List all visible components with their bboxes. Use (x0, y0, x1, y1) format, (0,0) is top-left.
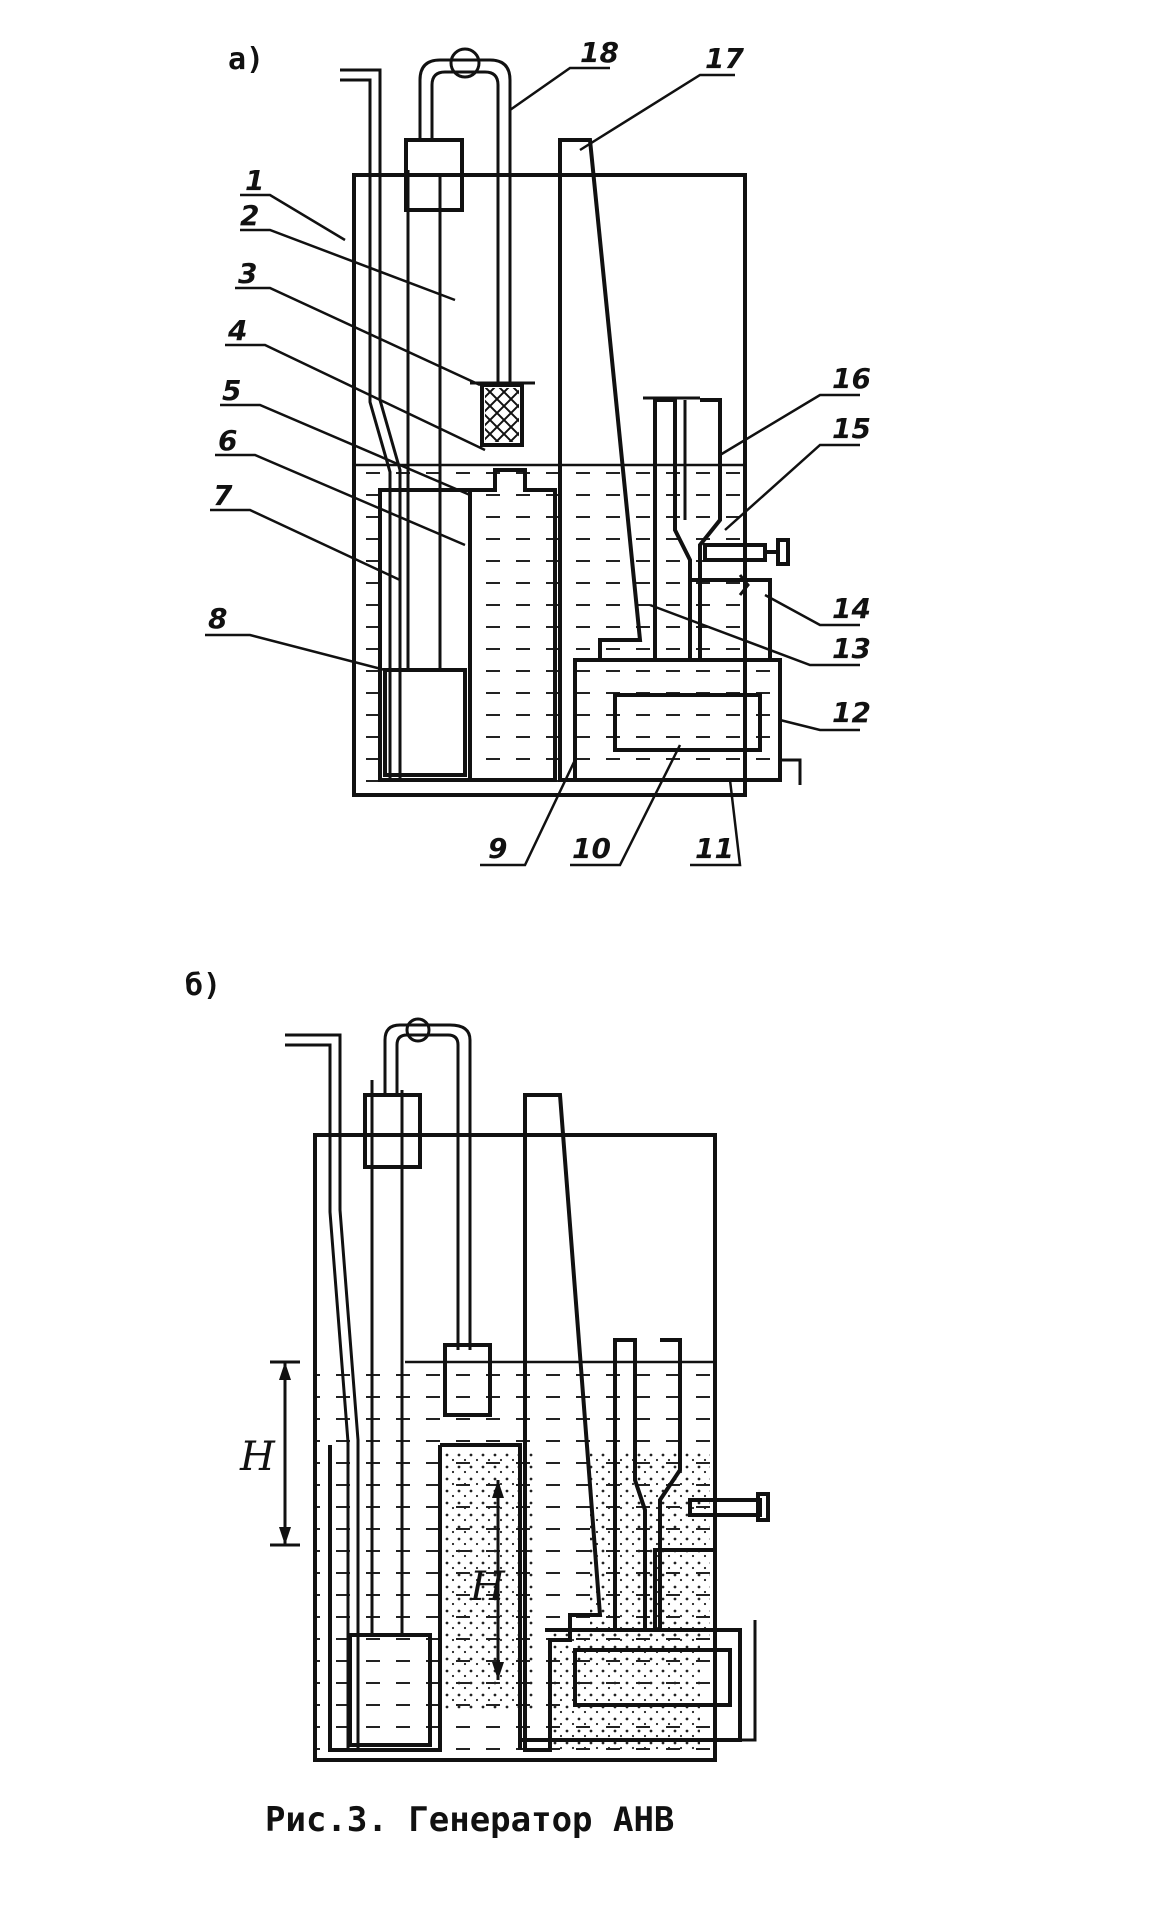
callout-7: 7 (213, 479, 233, 512)
callout-17: 17 (705, 42, 744, 75)
callout-2: 2 (240, 199, 259, 232)
outer-vessel (352, 173, 747, 797)
nozzle-tube-right (698, 398, 722, 660)
middle-chamber-b (440, 1443, 522, 1750)
leader-9 (480, 759, 577, 867)
leader-13 (649, 603, 860, 667)
float (383, 668, 467, 777)
drain-spout (780, 758, 802, 785)
callout-15: 15 (832, 412, 871, 445)
callout-3: 3 (238, 257, 257, 290)
leader-3 (235, 286, 481, 387)
leader-16 (719, 393, 860, 457)
nozzle-b (613, 1338, 647, 1630)
upper-tube-inner (430, 70, 500, 385)
callout-8: 8 (208, 602, 227, 635)
upper-tube-b (383, 1023, 472, 1350)
leader-8 (205, 633, 386, 672)
callout-9: 9 (488, 832, 507, 865)
leader-11 (690, 779, 742, 867)
callout-5: 5 (222, 374, 241, 407)
callout-16: 16 (832, 362, 871, 395)
callout-18: 18 (580, 36, 619, 69)
reactor-chamber-b (520, 1628, 742, 1742)
pulley-b (405, 1017, 431, 1043)
valve-b (443, 1343, 492, 1417)
inlet-pipe-b (285, 1033, 360, 1750)
panel-a: 1 2 3 4 5 6 7 8 9 10 11 12 13 14 15 16 1… (205, 36, 871, 867)
tapered-tube-b (523, 1093, 603, 1752)
counterweight (404, 138, 464, 212)
leader-10 (570, 744, 682, 867)
side-chamber-b (653, 1548, 717, 1632)
leader-7 (210, 508, 401, 582)
leader-14 (764, 593, 860, 627)
charge-cartridge-b (573, 1648, 732, 1707)
dimension-label-inner: H (469, 1564, 506, 1610)
callout-1: 1 (245, 164, 264, 197)
screw-valve (703, 543, 767, 562)
upper-tube-outer (418, 58, 512, 385)
callout-4: 4 (227, 314, 247, 347)
left-bell-b (328, 1445, 442, 1752)
panel-a-label: а) (228, 42, 265, 77)
callout-10: 10 (572, 832, 611, 865)
dimension-label-outer: H (239, 1434, 276, 1480)
panel-b-label: б) (185, 968, 222, 1003)
leader-15 (724, 443, 860, 531)
counterweight-b (363, 1093, 422, 1169)
valve (480, 383, 524, 447)
leader-12 (779, 718, 860, 732)
charge-cartridge (613, 693, 762, 752)
callout-14: 14 (832, 592, 871, 625)
leader-1 (240, 193, 346, 242)
middle-chamber (470, 468, 557, 782)
leader-5 (220, 403, 471, 497)
leader-17 (579, 73, 735, 152)
gas-region-right (590, 1450, 710, 1640)
leader-4 (225, 343, 486, 452)
leader-18 (509, 66, 610, 112)
callout-11: 11 (695, 832, 734, 865)
callout-13: 13 (832, 632, 871, 665)
outer-vessel-b (313, 1133, 717, 1762)
leader-2 (240, 228, 456, 302)
leader-6 (215, 453, 466, 547)
figure-caption: Рис.3. Генератор АНВ (265, 1800, 675, 1840)
nozzle-tube-left (653, 398, 692, 660)
callout-12: 12 (832, 696, 871, 729)
pulley (449, 47, 481, 79)
panel-b: H H (239, 1017, 770, 1762)
float-b (348, 1633, 432, 1747)
callout-6: 6 (218, 424, 237, 457)
